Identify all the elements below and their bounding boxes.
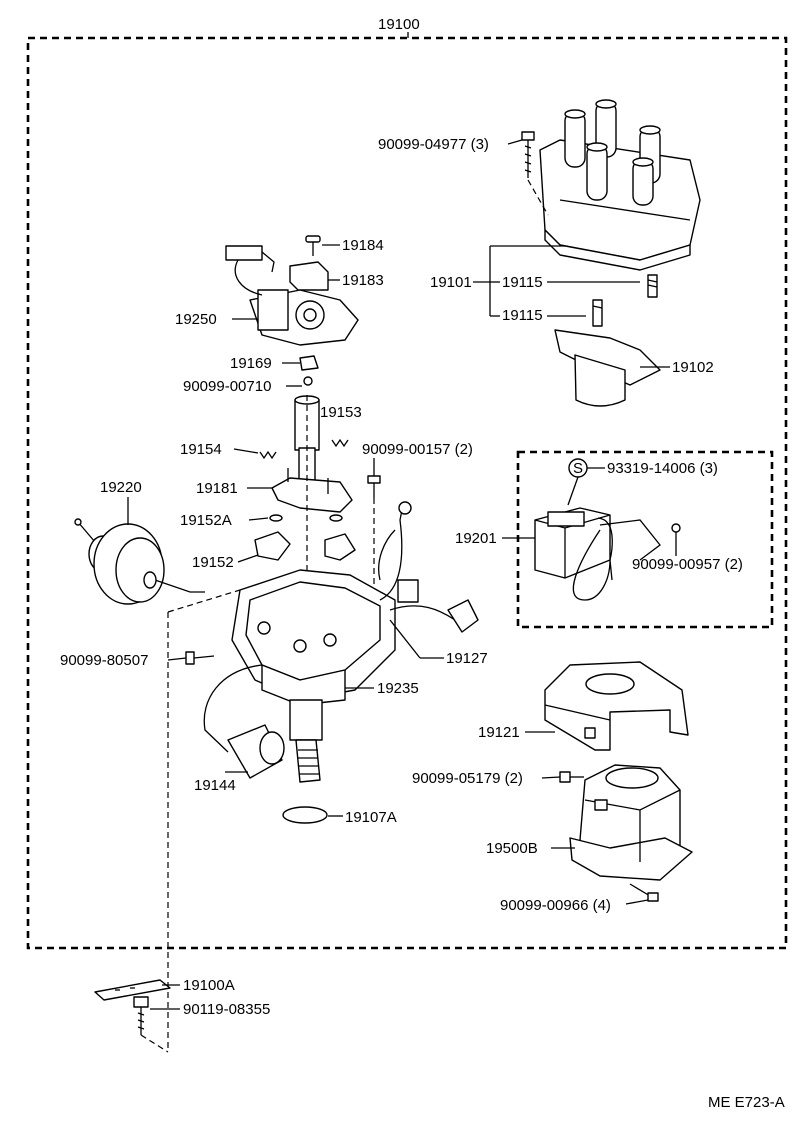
callout-19152: 19152	[192, 554, 234, 571]
carbon-brush	[592, 299, 603, 327]
callout-19184: 19184	[342, 237, 384, 254]
distributor-cap	[539, 99, 701, 271]
wire-harness-19127	[378, 501, 479, 633]
screw-93319-marker: S	[568, 458, 588, 478]
callout-00710: 90099-00710	[183, 378, 271, 395]
governor-weights-19152	[254, 531, 356, 561]
carbon-brush-spring	[647, 274, 658, 298]
callout-05179: 90099-05179 (2)	[412, 770, 523, 787]
callout-19183: 19183	[342, 272, 384, 289]
plate-19100a	[94, 979, 171, 1001]
callout-93319: 93319-14006 (3)	[607, 460, 718, 477]
callout-00157: 90099-00157 (2)	[362, 441, 473, 458]
sensor-19144	[203, 664, 285, 779]
screw-00157	[367, 475, 381, 498]
callout-19107a: 19107A	[345, 809, 397, 826]
footer-code: ME E723-A	[708, 1094, 785, 1111]
callout-19235: 19235	[377, 680, 419, 697]
coil-cover-19121	[544, 661, 689, 751]
igniter-19201	[534, 507, 661, 601]
callout-19181: 19181	[196, 480, 238, 497]
bushing-19169	[299, 355, 319, 371]
igniter-subassembly-boundary	[516, 450, 774, 629]
screw-19184	[305, 235, 321, 256]
callout-19101: 19101	[430, 274, 472, 291]
spring-19154-b	[331, 438, 349, 448]
rotor	[554, 329, 661, 407]
callout-19127: 19127	[446, 650, 488, 667]
callout-19121: 19121	[478, 724, 520, 741]
callout-80507: 90099-80507	[60, 652, 148, 669]
callout-00966: 90099-00966 (4)	[500, 897, 611, 914]
callout-19220: 19220	[100, 479, 142, 496]
callout-19102: 19102	[672, 359, 714, 376]
pickup-coil-assembly	[225, 245, 359, 346]
callout-08355: 90119-08355	[183, 1001, 270, 1018]
callout-19154: 19154	[180, 441, 222, 458]
callout-19115-a: 19115	[502, 274, 543, 291]
governor-plate-19181	[271, 468, 353, 513]
ignition-coil-19500b	[569, 764, 693, 881]
callout-19152a: 19152A	[180, 512, 232, 529]
housing-19235	[231, 569, 396, 783]
callout-19169: 19169	[230, 355, 272, 372]
callout-19115-b: 19115	[502, 307, 543, 324]
callout-19100a: 19100A	[183, 977, 235, 994]
callout-19153: 19153	[320, 404, 362, 421]
assembly-number-label: 19100	[378, 16, 420, 33]
clip-19152a	[269, 514, 343, 522]
callout-19201: 19201	[455, 530, 497, 547]
bolt-80507	[185, 651, 215, 665]
callout-00957: 90099-00957 (2)	[632, 556, 743, 573]
bolt-08355	[133, 996, 149, 1035]
cap-19183	[289, 261, 329, 291]
bolt-00966	[629, 883, 659, 902]
nut-05179	[559, 771, 584, 783]
assembly-boundary-19100	[26, 36, 788, 950]
screw-93319-prefix: S	[573, 460, 583, 477]
clip-00710	[303, 376, 313, 386]
oring-19107a	[282, 806, 328, 824]
callout-19500b: 19500B	[486, 840, 538, 857]
callout-bolt-cap: 90099-04977 (3)	[378, 136, 489, 153]
spring-19154	[259, 450, 277, 460]
cap-bolt	[521, 131, 535, 178]
callout-19250: 19250	[175, 311, 217, 328]
vacuum-advancer-19220	[74, 518, 205, 605]
screw-00957	[671, 523, 681, 533]
callout-19144: 19144	[194, 777, 236, 794]
